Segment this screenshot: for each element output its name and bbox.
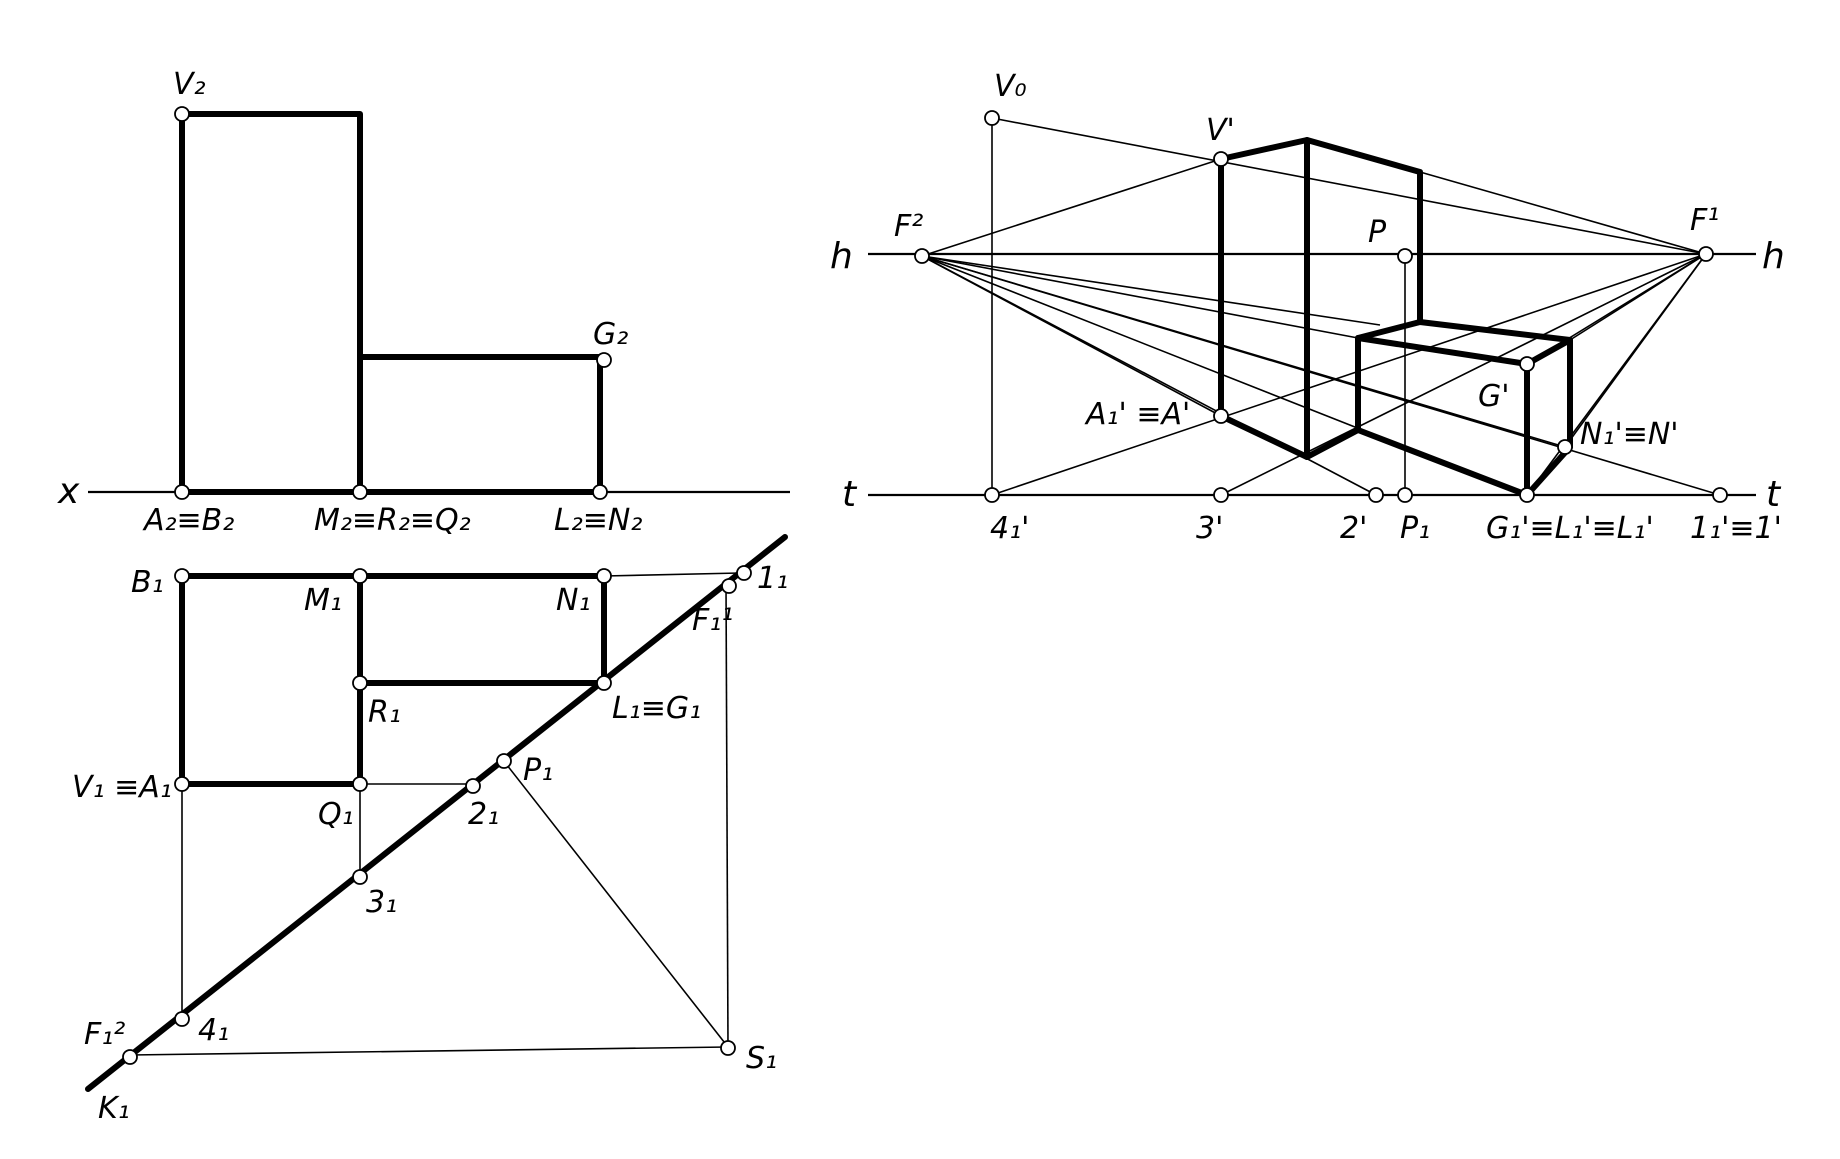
label-v0: V₀ (994, 69, 1027, 104)
label-v2: V₂ (173, 67, 206, 102)
tall-block-front (179, 111, 363, 495)
label-p: P (1368, 215, 1387, 250)
n1-to-11-line (603, 572, 741, 577)
label-m1: M₁ (304, 583, 342, 618)
label-x: x (57, 471, 80, 512)
label-t-left: t (842, 474, 858, 515)
label-g1p-l1p-l1p: G₁'≡L₁'≡L₁' (1486, 511, 1654, 546)
label-3-1: 3₁ (366, 885, 397, 920)
label-v-prime: V' (1206, 113, 1235, 148)
low-block-front (357, 354, 603, 495)
perspective-view (868, 117, 1756, 498)
label-3-prime: 3' (1196, 511, 1223, 546)
label-h-left: h (830, 236, 853, 277)
label-4-1-prime: 4₁' (990, 511, 1029, 546)
low-block-top (1355, 319, 1573, 450)
label-f1-2: F₁² (84, 1017, 125, 1052)
label-1-1p-1p: 1₁'≡1' (1690, 511, 1782, 546)
label-a2-b2: A₂≡B₂ (142, 503, 234, 538)
label-f1: F¹ (1690, 203, 1719, 238)
label-s1: S₁ (746, 1041, 777, 1076)
label-a1p-ap: A₁' ≡A' (1084, 397, 1190, 432)
label-g2: G₂ (593, 317, 628, 352)
label-m2-r2-q2: M₂≡R₂≡Q₂ (314, 503, 471, 538)
label-n1: N₁ (556, 583, 590, 618)
f12-to-s1-line (129, 1046, 729, 1056)
label-4-1: 4₁ (198, 1013, 229, 1048)
label-q1: Q₁ (318, 797, 354, 832)
points (122, 106, 1728, 1065)
tall-base-edge (1218, 413, 1310, 460)
label-n1p-np: N₁'≡N' (1580, 417, 1679, 452)
label-h-right: h (1762, 236, 1785, 277)
f11-to-s1-line (725, 582, 729, 1048)
picture-plane-trace (85, 534, 788, 1092)
tall-block-top (1218, 137, 1423, 325)
label-k1: K₁ (98, 1091, 130, 1126)
label-1-1: 1₁ (757, 561, 788, 596)
labels: V₂ G₂ x A₂≡B₂ M₂≡R₂≡Q₂ L₂≡N₂ B₁ M₁ N₁ 1₁… (57, 67, 1785, 1126)
label-2-1: 2₁ (468, 797, 499, 832)
low-base-left-edge (1304, 427, 1361, 460)
label-l2-n2: L₂≡N₂ (554, 503, 642, 538)
construction-lines (921, 117, 1721, 496)
p1-to-s1-line (502, 759, 729, 1048)
label-v1-a1: V₁ ≡A₁ (72, 770, 172, 805)
front-view (88, 111, 790, 495)
label-l1-g1: L₁≡G₁ (612, 691, 701, 726)
label-2-prime: 2' (1340, 511, 1367, 546)
label-r1: R₁ (368, 695, 401, 730)
label-f2: F² (894, 209, 923, 244)
label-b1: B₁ (131, 565, 164, 600)
plan-view (85, 534, 788, 1092)
label-p1: P₁ (1400, 511, 1430, 546)
label-g-prime: G' (1478, 379, 1510, 414)
label-p1-plan: P₁ (523, 753, 553, 788)
label-f1-1: F₁¹ (692, 603, 733, 638)
label-t-right: t (1766, 474, 1782, 515)
